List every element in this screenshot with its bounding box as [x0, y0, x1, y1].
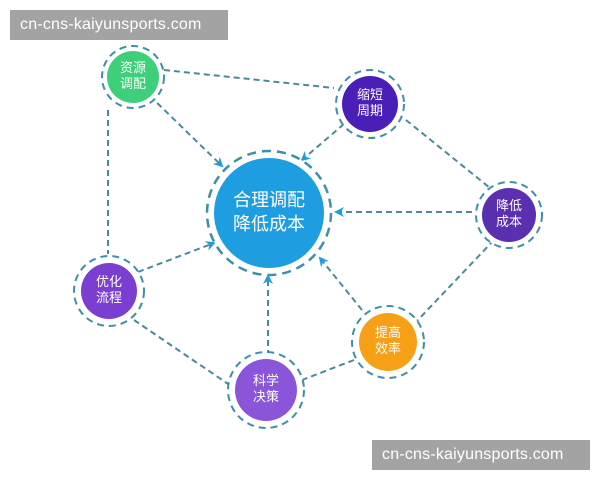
node-core: 降低 成本	[482, 188, 536, 242]
node-line-2: 成本	[495, 215, 522, 230]
node-line-1: 资源	[119, 60, 146, 76]
node-line-2: 流程	[95, 291, 122, 306]
node-line-2: 决策	[252, 390, 279, 405]
node-core: 缩短 周期	[342, 76, 398, 132]
node-line-2: 调配	[119, 77, 146, 92]
node-line-1: 科学	[252, 373, 279, 389]
center-node-label: 合理调配 降低成本	[214, 158, 324, 268]
node-core: 提高 效率	[359, 313, 417, 371]
node-optimize-process: 优化 流程	[72, 254, 146, 328]
center-line-2: 降低成本	[233, 214, 305, 235]
edge-efficiency-center	[318, 256, 363, 311]
node-core: 资源 调配	[107, 51, 159, 103]
edge-cycle-cost	[405, 119, 491, 189]
node-core: 科学 决策	[235, 359, 297, 421]
node-line-1: 提高	[374, 325, 401, 341]
edge-resource-cycle	[163, 69, 335, 89]
node-line-1: 优化	[95, 274, 122, 290]
center-node: 合理调配 降低成本	[204, 148, 334, 278]
node-core: 优化 流程	[81, 263, 137, 319]
edge-process-center	[137, 241, 216, 273]
node-improve-efficiency: 提高 效率	[350, 304, 426, 380]
center-line-1: 合理调配	[233, 189, 305, 211]
node-line-1: 降低	[495, 198, 522, 214]
edge-efficiency-decision	[301, 359, 355, 381]
node-line-2: 周期	[356, 104, 383, 119]
watermark-top: cn-cns-kaiyunsports.com	[10, 10, 228, 40]
node-resource-allocation: 资源 调配	[100, 44, 166, 110]
node-shorten-cycle: 缩短 周期	[334, 68, 406, 140]
watermark-bottom: cn-cns-kaiyunsports.com	[372, 440, 590, 470]
node-reduce-cost: 降低 成本	[474, 180, 544, 250]
edge-cost-efficiency	[415, 239, 495, 323]
node-line-2: 效率	[374, 342, 401, 357]
node-scientific-decision: 科学 决策	[226, 350, 306, 430]
node-line-1: 缩短	[356, 87, 383, 103]
edge-resource-center	[149, 95, 224, 168]
edge-process-decision	[133, 319, 235, 389]
